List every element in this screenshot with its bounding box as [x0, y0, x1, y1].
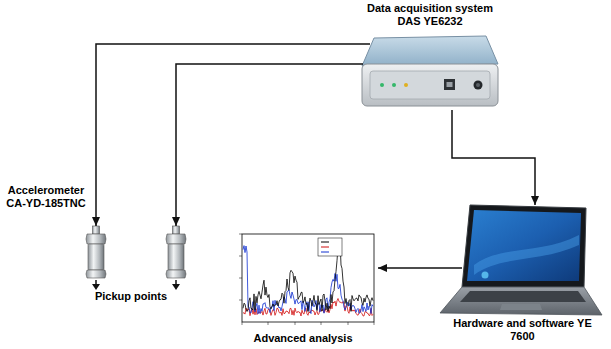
- das-device-node: Data acquisition system DAS YE6232: [360, 0, 500, 110]
- connector: [378, 267, 462, 269]
- connector: [452, 110, 535, 205]
- connector: [176, 64, 363, 226]
- sensor-label: Accelerometer CA-YD-185TNC: [2, 184, 90, 210]
- device-label: Data acquisition system DAS YE6232: [360, 2, 500, 28]
- spectrum-line: [243, 239, 373, 312]
- chart-node: Advanced analysis: [228, 230, 378, 348]
- das-device: [362, 36, 498, 106]
- analysis-label: Advanced analysis: [228, 332, 378, 345]
- spectrum-chart: [232, 230, 378, 330]
- software-label: Hardware and software YE 7600: [450, 317, 595, 343]
- accelerometer-sensors: [86, 226, 186, 290]
- pickup-label: Pickup points: [66, 290, 196, 303]
- accelerometer-node: Accelerometer CA-YD-185TNCPickup points: [76, 226, 206, 306]
- spectrum-line: [243, 246, 373, 314]
- laptop-node: Hardware and software YE 7600: [440, 205, 605, 345]
- connector: [96, 44, 370, 226]
- laptop: [440, 205, 602, 315]
